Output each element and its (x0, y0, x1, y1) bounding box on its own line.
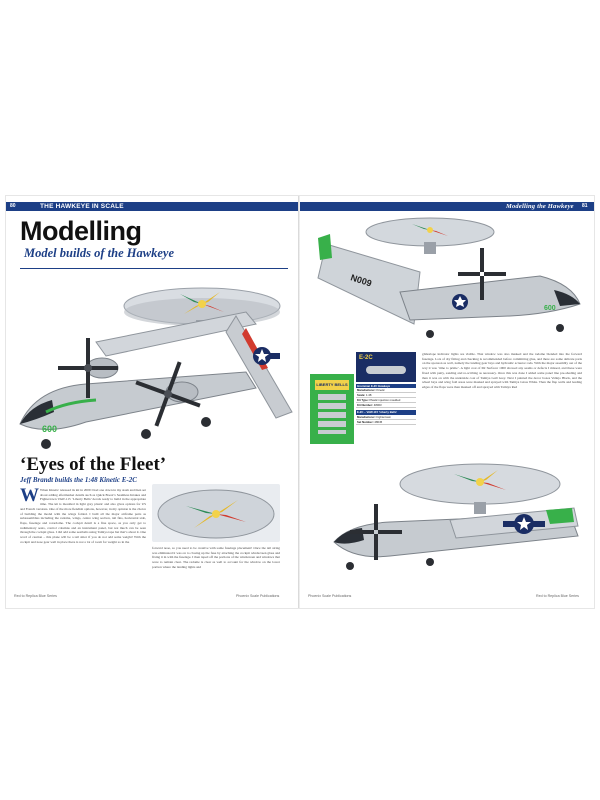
left-footer-series: Red to Replica Blue Series (14, 594, 57, 598)
bottom-model-photo (333, 463, 579, 570)
kit-box-photo: E-2C (356, 352, 416, 382)
spec-row: Manufacturer: Fightertown (356, 415, 416, 420)
right-footer-publisher: Phoenix Scale Publications (308, 594, 352, 598)
nose-code: 600 (544, 305, 556, 312)
right-page: Modelling the Hawkeye 81 N009 600 (300, 196, 594, 608)
kit-spec-table: Grumman E-2C Hawkeye Manufacturer: Kinet… (356, 384, 416, 425)
decal-title: LIBERTY BELLS (315, 380, 349, 390)
left-page: 80 THE HAWKEYE IN SCALE Modelling Model … (6, 196, 300, 608)
rotodome-detail-photo (152, 484, 280, 542)
article-column-3: glideslope indicator lights are visible.… (422, 352, 582, 389)
magazine-spread: 80 THE HAWKEYE IN SCALE Modelling Model … (6, 196, 594, 608)
kit-box-label: E-2C (359, 355, 373, 361)
spec-header-kit: Grumman E-2C Hawkeye (356, 384, 416, 389)
column-1-text: When Kinetic released its kit in 2009 I … (20, 488, 146, 544)
right-star-insignia (452, 294, 468, 310)
right-section-title: Modelling the Hawkeye (506, 203, 574, 210)
right-page-number: 81 (582, 203, 588, 209)
decal-sheet-photo: LIBERTY BELLS (310, 374, 354, 444)
left-header-bar: 80 THE HAWKEYE IN SCALE (6, 202, 300, 211)
spec-row: Kit Number: 48003 (356, 403, 416, 409)
right-footer-series: Red to Replica Blue Series (536, 594, 579, 598)
right-header-bar: Modelling the Hawkeye 81 (300, 202, 594, 211)
star-insignia (253, 347, 280, 365)
page-title: Modelling (20, 216, 142, 246)
article-title: ‘Eyes of the Fleet’ (20, 454, 167, 475)
article-column-2: forward nose, so you need to be creative… (152, 546, 280, 569)
propeller-right (135, 361, 201, 427)
fuselage-code: 600 (42, 424, 57, 434)
spec-header-decals: E-2C – VAW-115 ‘Liberty Bells’ (356, 410, 416, 415)
article-byline: Jeff Brandt builds the 1:48 Kinetic E-2C (20, 476, 137, 484)
spec-row: Manufacturer: Kinetic (356, 388, 416, 394)
title-rule (20, 268, 288, 269)
spec-row: Kit Type: Plastic injection moulded (356, 398, 416, 404)
left-section-title: THE HAWKEYE IN SCALE (40, 203, 124, 210)
propeller-left (58, 338, 118, 398)
left-page-number: 80 (10, 203, 16, 209)
spec-row: Scale: 1:48 (356, 393, 416, 399)
top-model-photo: N009 600 (317, 217, 581, 338)
spec-row: Set Number: 48045 (356, 420, 416, 425)
left-footer-publisher: Phoenix Scale Publications (236, 594, 280, 598)
hero-model-photo: 600 (19, 287, 293, 449)
drop-cap: W (20, 488, 39, 506)
page-subtitle: Model builds of the Hawkeye (24, 246, 174, 260)
